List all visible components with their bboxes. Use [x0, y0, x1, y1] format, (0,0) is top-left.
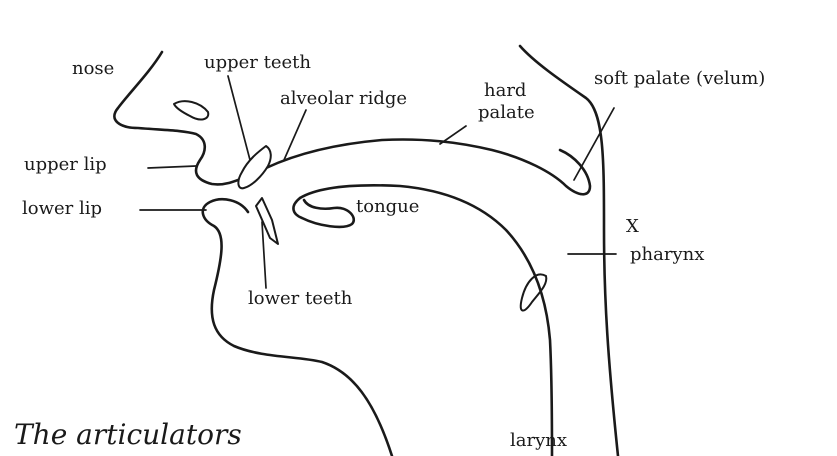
- hard-palate-leader: [440, 126, 466, 144]
- hard-palate-label-line1: hard: [484, 80, 526, 101]
- lower-teeth-label: lower teeth: [248, 288, 353, 309]
- tongue-tip-outline: [293, 198, 353, 227]
- hard-palate-label-line2: palate: [478, 102, 535, 123]
- nostril-outline: [174, 101, 208, 119]
- alveolar-ridge-leader: [284, 110, 306, 160]
- nose-label: nose: [72, 58, 114, 79]
- lower-teeth-leader: [262, 222, 266, 288]
- soft-palate-leader: [574, 108, 614, 180]
- pharynx-back-wall: [520, 46, 618, 456]
- upper-tooth-shape: [238, 146, 270, 188]
- upper-lip-leader: [148, 166, 196, 168]
- lower-tooth-shape: [256, 198, 278, 244]
- palate-outline: [266, 139, 590, 194]
- diagram-caption: The articulators: [14, 418, 242, 451]
- upper-teeth-label: upper teeth: [204, 52, 311, 73]
- x-mark-label: X: [626, 216, 639, 237]
- tongue-label: tongue: [356, 196, 419, 217]
- alveolar-ridge-label: alveolar ridge: [280, 88, 407, 109]
- upper-lip-label: upper lip: [24, 154, 107, 175]
- larynx-label: larynx: [510, 430, 567, 451]
- pharynx-label: pharynx: [630, 244, 704, 265]
- upper-teeth-leader: [228, 76, 250, 160]
- lower-lip-label: lower lip: [22, 198, 102, 219]
- soft-palate-label: soft palate (velum): [594, 68, 765, 89]
